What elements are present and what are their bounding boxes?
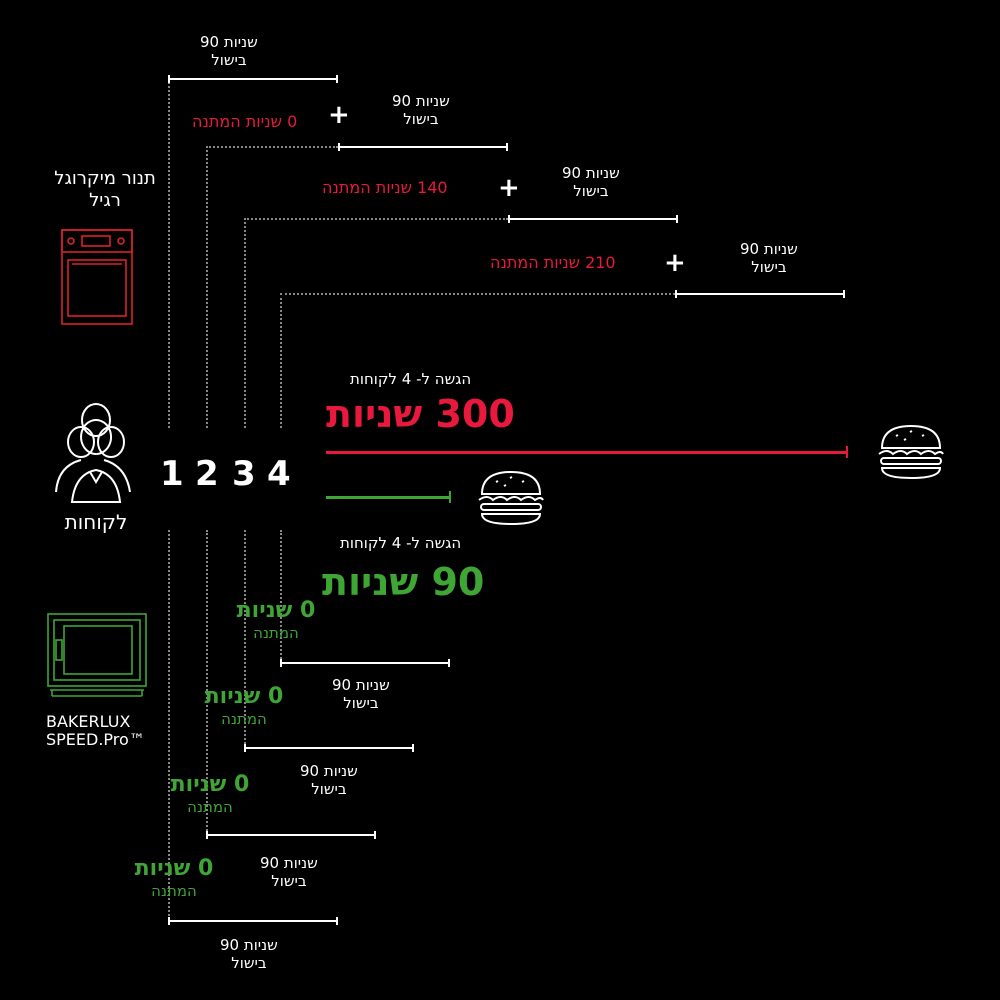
microwave-title: תנור מיקרוגל רגיל [54,168,156,211]
cook-bar-m1 [168,75,338,83]
wait-label-m2: 0 שניות המתנה [192,112,298,131]
bakerlux-total-caption: הגשה ל- 4 לקוחות [340,534,462,552]
cook-bar-m4 [675,290,845,298]
customers-label: לקוחות [64,510,128,534]
wait-label-m4: 210 שניות המתנה [490,253,616,272]
burger-icon [478,470,544,526]
wait-label-m3: 140 שניות המתנה [322,178,448,197]
cook-bar-b3 [244,744,414,752]
wait-block-b3: 0 שניות המתנה [204,684,284,729]
plus-icon: + [328,100,350,130]
customers-icon [55,403,131,503]
combi-oven-icon [47,613,147,697]
customer-number-2: 2 [195,454,219,494]
guide-2-bottom [206,530,208,835]
cook-bar-b4 [280,659,450,667]
customer-number-3: 3 [232,454,256,494]
guide-3-bottom [244,530,246,748]
customer-number-4: 4 [267,454,291,494]
microwave-icon [61,229,133,325]
guide-2-top [206,146,208,428]
guide-h-4 [280,293,675,295]
guide-1-top [168,78,170,428]
customer-number-1: 1 [160,454,184,494]
microwave-total-bar [326,451,848,454]
microwave-total-caption: הגשה ל- 4 לקוחות [350,370,472,388]
wait-block-b4: 0 שניות המתנה [236,598,316,643]
guide-h-3 [244,218,508,220]
cook-bar-m3 [508,215,678,223]
guide-h-2 [206,146,338,148]
plus-icon: + [664,248,686,278]
burger-icon [878,424,944,480]
bakerlux-brand: BAKERLUX SPEED.Pro™ [46,712,145,750]
microwave-total: 300 שניות [326,392,515,436]
wait-block-b2: 0 שניות המתנה [170,772,250,817]
bakerlux-total-bar [326,496,450,499]
guide-1-bottom [168,530,170,920]
bakerlux-total: 90 שניות [322,560,485,604]
cook-bar-b2 [206,831,376,839]
guide-4-top [280,293,282,428]
guide-3-top [244,218,246,428]
wait-block-b1: 0 שניות המתנה [134,856,214,901]
cook-bar-b1 [168,917,338,925]
cook-bar-m2 [338,143,508,151]
plus-icon: + [498,173,520,203]
guide-4-bottom [280,530,282,662]
